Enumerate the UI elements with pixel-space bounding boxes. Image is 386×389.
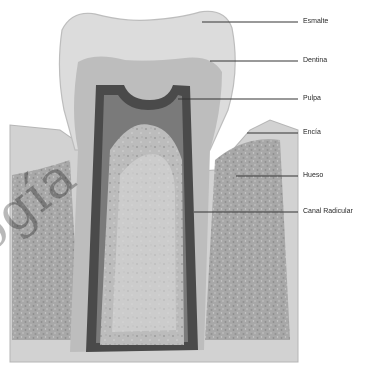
root-core xyxy=(112,154,176,332)
label-hueso: Hueso xyxy=(303,171,323,180)
label-canal-radicular: Canal Radicular xyxy=(303,207,353,216)
label-encia: Encía xyxy=(303,128,321,137)
label-dentina: Dentina xyxy=(303,56,327,65)
label-pulpa: Pulpa xyxy=(303,94,321,103)
bone-right xyxy=(205,139,290,340)
label-esmalte: Esmalte xyxy=(303,17,328,26)
